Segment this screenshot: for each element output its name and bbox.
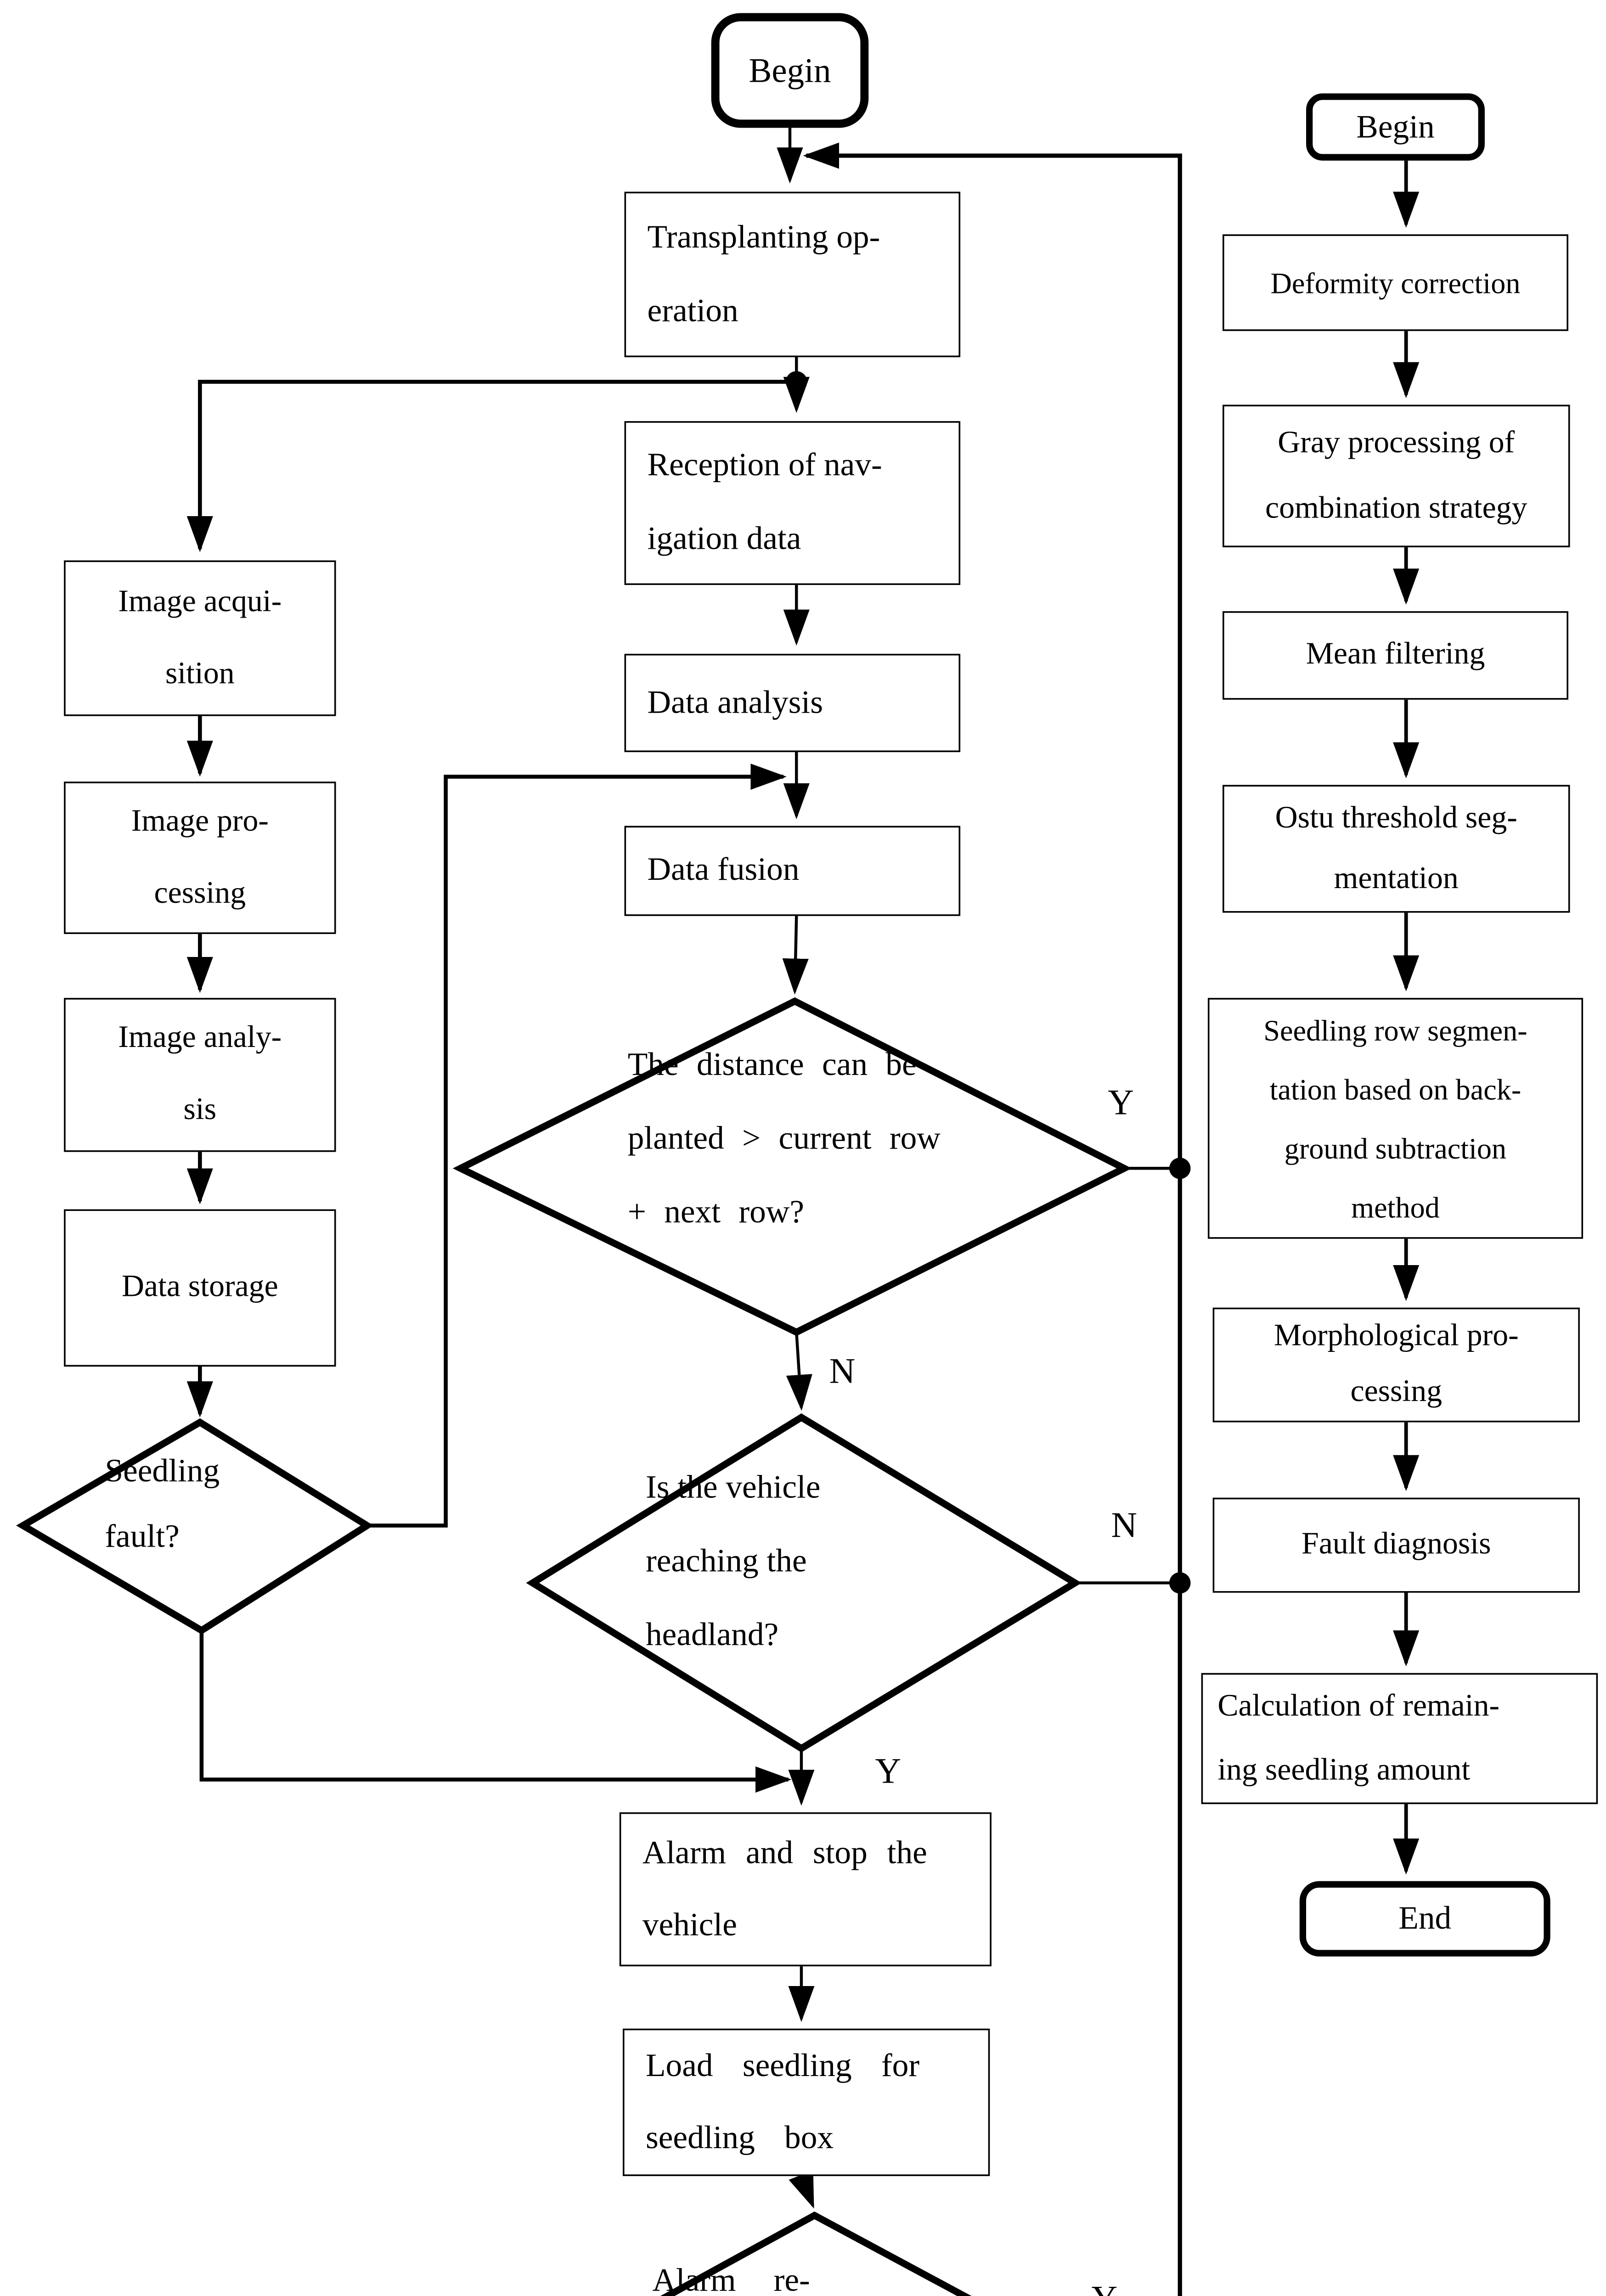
process-data-fusion: Data fusion [624,826,961,916]
edge-fusion-to-distance-decision [782,916,809,995]
edge-seedling-fault-no-merge [199,1630,792,1793]
process-gray-processing: Gray processing of combination strategy [1223,405,1570,547]
decision-headland-shape [526,1413,1082,1753]
decision-distance-shape [452,997,1132,1336]
decision-alarm-removes-shape [660,2211,972,2296]
process-fault-diagnosis: Fault diagnosis [1212,1497,1580,1593]
process-image-analysis: Image analy- sis [64,998,336,1152]
edge-distance-no [786,1332,812,1411]
process-image-acquisition: Image acqui- sition [64,560,336,716]
process-morphological-processing: Morphological pro- cessing [1212,1307,1580,1423]
process-ostu-threshold-segmentation: Ostu threshold seg- mentation [1223,785,1570,913]
edge-branch-to-image-acquisition [186,380,797,552]
process-data-analysis: Data analysis [624,653,961,752]
decision-distance-text: The distance can be planted > current ro… [627,1047,941,1231]
decision-seedling-fault-shape [16,1418,374,1635]
terminator-end-right: End [1299,1881,1550,1957]
process-transplanting-operation: Transplanting op- eration [624,191,961,357]
label-headland-no: N [1111,1504,1138,1546]
process-load-seedling: Load seedling for seedling box [622,2028,990,2176]
process-seedling-row-segmentation: Seedling row segmen- tation based on bac… [1207,998,1583,1239]
junction-dot-distance-yes [1169,1158,1191,1179]
process-data-storage: Data storage [64,1209,336,1367]
decision-headland-text: Is the vehicle reaching the headland? [645,1469,821,1654]
junction-dot-headland-no [1169,1572,1191,1594]
process-reception-navigation-data: Reception of nav- igation data [624,421,961,585]
process-mean-filtering: Mean filtering [1223,611,1568,700]
label-alarm-removes-yes: Y [1092,2280,1118,2296]
terminator-begin-right: Begin [1306,93,1485,161]
label-headland-yes: Y [875,1750,902,1791]
decision-alarm-removes-text: Alarm re- moves? [652,2262,810,2296]
decision-seedling-fault-text: Seedling fault? [105,1453,220,1555]
terminator-begin-main: Begin [711,13,869,128]
junction-dot-branch [786,371,807,393]
label-distance-no: N [829,1350,856,1391]
label-distance-yes: Y [1108,1081,1134,1123]
process-image-processing: Image pro- cessing [64,782,336,934]
process-deformity-correction: Deformity correction [1223,234,1568,331]
edge-load-to-alarm-removes [789,2170,814,2209]
process-alarm-stop-vehicle: Alarm and stop the vehicle [619,1812,992,1967]
process-calculation-remaining-seedling: Calculation of remain- ing seedling amou… [1201,1673,1598,1804]
edge-alarm-removes-yes-loop [803,142,1182,2296]
edge-seedling-fault-yes-merge [367,763,787,1528]
